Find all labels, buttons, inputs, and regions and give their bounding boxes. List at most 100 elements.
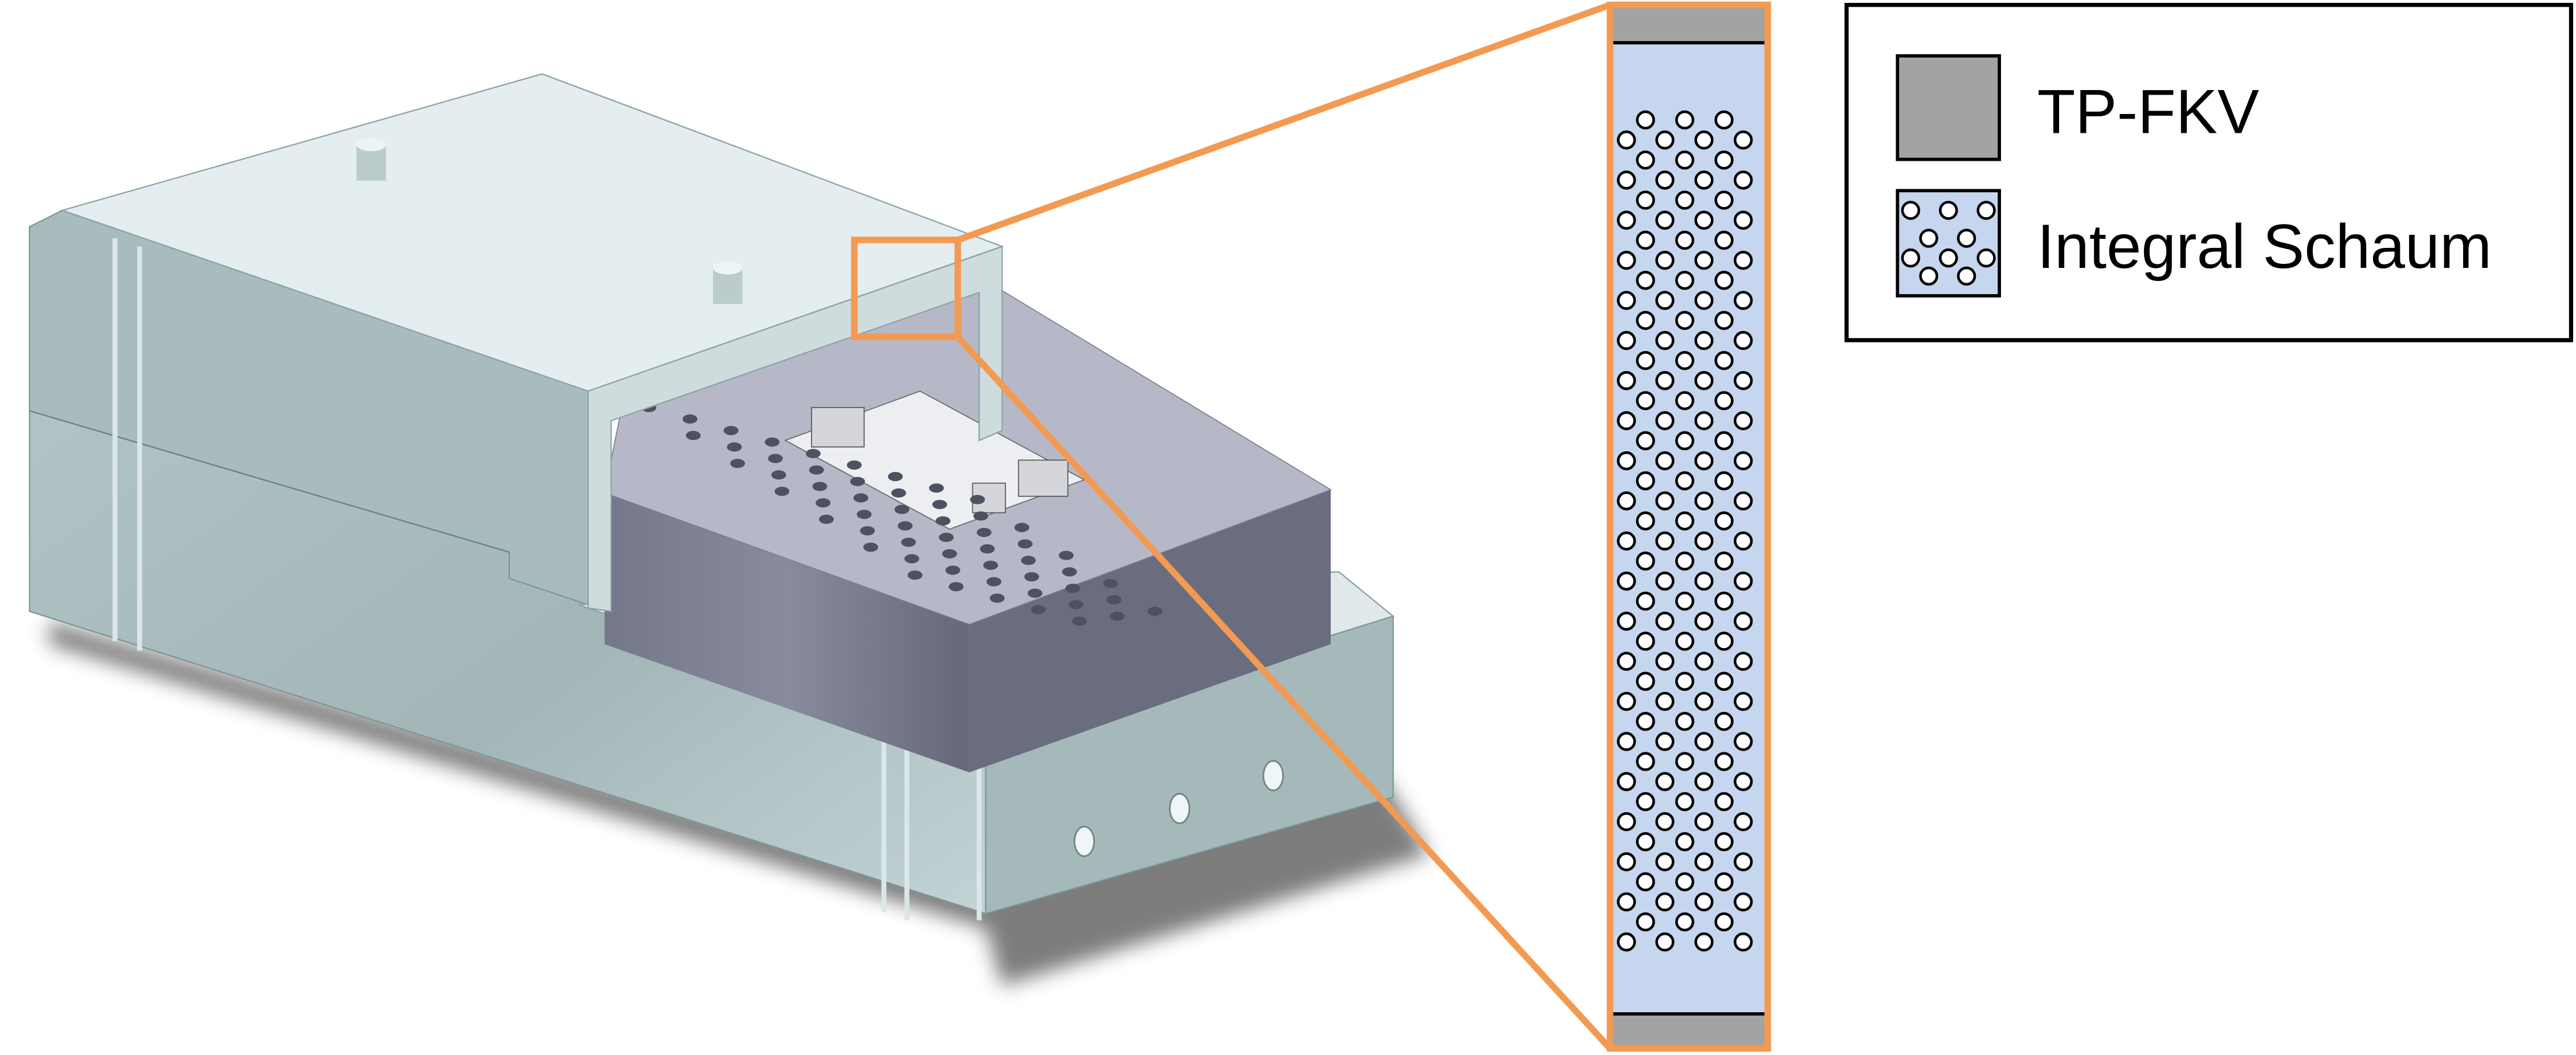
component — [972, 482, 1006, 514]
foam-cell — [1714, 872, 1734, 891]
foam-cell — [1714, 591, 1734, 611]
module-hole — [980, 544, 995, 554]
foam-cell — [1734, 130, 1753, 150]
foam-cell — [1636, 471, 1655, 491]
module-hole — [860, 526, 875, 536]
foam-cell — [1714, 230, 1734, 250]
foam-cell — [1694, 170, 1714, 190]
module-hole — [1024, 572, 1040, 582]
foam-cell — [1694, 932, 1714, 952]
foam-cell — [1655, 852, 1675, 871]
foam-cell — [1919, 266, 1938, 286]
foam-cell — [1617, 531, 1636, 551]
module-hole — [1069, 600, 1084, 610]
foam-cell — [1694, 571, 1714, 591]
tp-fkv-bottom-layer — [1610, 1013, 1768, 1049]
module-hole — [682, 414, 698, 424]
foam-cell — [1694, 772, 1714, 791]
foam-cell — [1734, 772, 1753, 791]
module-hole — [850, 476, 865, 486]
module-hole — [686, 430, 701, 441]
foam-cell — [1734, 612, 1753, 631]
module-hole — [976, 528, 992, 537]
foam-cell — [1655, 170, 1675, 190]
module-hole — [775, 486, 790, 496]
foam-cell — [1694, 371, 1714, 390]
foam-cell — [1617, 411, 1636, 430]
module-hole — [894, 504, 910, 514]
module-hole — [771, 470, 786, 480]
foam-cell — [1734, 491, 1753, 511]
module-hole — [805, 449, 821, 458]
foam-cell — [1636, 110, 1655, 130]
foam-cell — [1734, 411, 1753, 430]
foam-cell — [1617, 451, 1636, 471]
module-hole — [723, 426, 739, 435]
foam-cell — [1734, 371, 1753, 390]
module-hole — [764, 437, 780, 447]
foam-cell — [1694, 331, 1714, 351]
foam-cell — [1714, 632, 1734, 651]
foam-cell — [1675, 912, 1694, 932]
foam-cell — [1617, 170, 1636, 190]
module-hole — [1106, 595, 1122, 605]
component — [811, 407, 865, 448]
module-hole — [853, 493, 869, 503]
foam-cell — [1675, 110, 1694, 130]
foam-cell — [1694, 651, 1714, 671]
module-hole — [1028, 588, 1043, 598]
pins — [356, 138, 743, 304]
module-hole — [989, 593, 1005, 603]
foam-cell — [1694, 250, 1714, 270]
foam-cell — [1636, 752, 1655, 771]
foam-cell — [1957, 266, 1976, 286]
module-hole — [983, 560, 998, 570]
foam-cell — [1675, 471, 1694, 491]
foam-cell — [1617, 852, 1636, 871]
foam-cell — [1675, 150, 1694, 170]
foam-cell — [1714, 671, 1734, 691]
foam-cell — [1655, 130, 1675, 150]
module-hole — [857, 510, 872, 519]
cross-section-detail — [1607, 1, 1771, 1052]
module-hole — [942, 549, 957, 559]
foam-cell — [1694, 812, 1714, 832]
foam-cell — [1675, 632, 1694, 651]
module-hole — [727, 442, 742, 452]
legend-label-integral-schaum: Integral Schaum — [2037, 212, 2492, 282]
foam-cell — [1636, 311, 1655, 330]
module-hole — [898, 521, 913, 531]
module-hole — [888, 472, 903, 482]
foam-cell — [1675, 591, 1694, 611]
foam-cell — [1617, 250, 1636, 270]
foam-cell — [1617, 371, 1636, 390]
foam-cells — [1617, 110, 1753, 952]
foam-cell — [1617, 291, 1636, 310]
foam-cell — [1655, 331, 1675, 351]
foam-cell — [1694, 852, 1714, 871]
foam-cell — [1901, 201, 1921, 220]
foam-cell — [1655, 531, 1675, 551]
foam-cell — [1714, 551, 1734, 571]
foam-cell — [1655, 812, 1675, 832]
foam-cell — [1617, 932, 1636, 952]
module-hole — [847, 460, 862, 470]
foam-cell — [1714, 190, 1734, 210]
foam-cell — [1919, 229, 1938, 248]
module-hole — [1058, 551, 1074, 560]
foam-cell — [1714, 271, 1734, 290]
foam-cell — [1655, 732, 1675, 751]
foam-cell — [1636, 792, 1655, 812]
module-hole — [1021, 556, 1036, 565]
foam-cell — [1694, 130, 1714, 150]
foam-cell — [1655, 491, 1675, 511]
module-hole — [970, 495, 985, 504]
foam-cell — [1655, 932, 1675, 952]
foam-cell — [1714, 832, 1734, 852]
foam-cell — [1617, 130, 1636, 150]
foam-cell — [1636, 872, 1655, 891]
module-hole — [1103, 579, 1118, 588]
foam-cell — [1694, 451, 1714, 471]
module-front-right — [969, 490, 1331, 773]
